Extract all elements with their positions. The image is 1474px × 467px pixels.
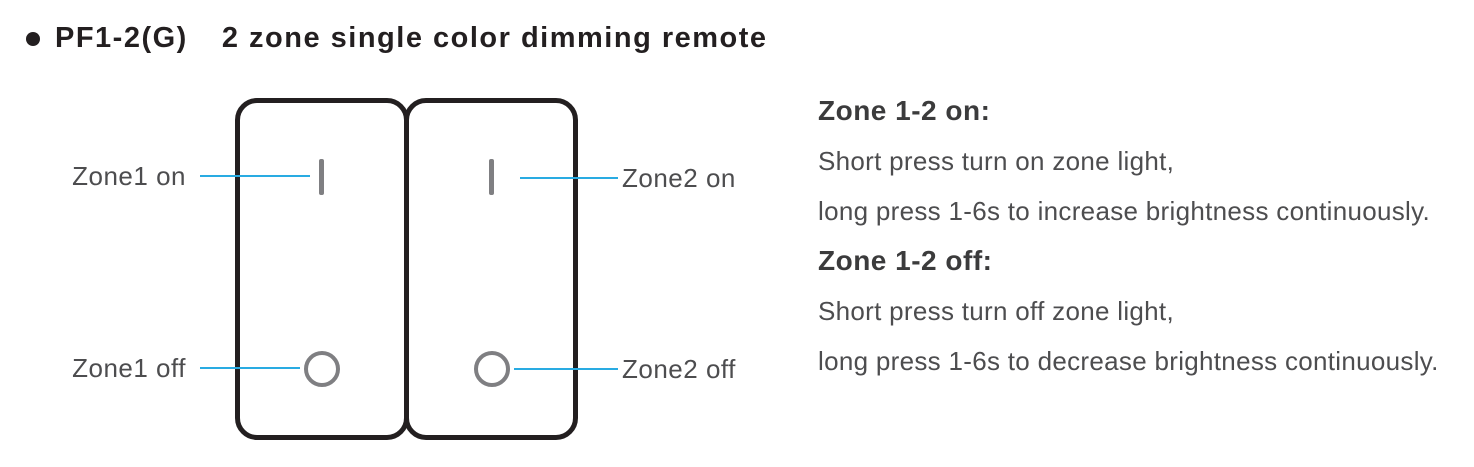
instruction-line: long press 1-6s to decrease brightness c… <box>818 346 1439 376</box>
leader-line-zone2-off <box>514 368 618 370</box>
zone2-off-button-icon <box>474 351 510 387</box>
instruction-heading-off: Zone 1-2 off: <box>818 245 993 276</box>
label-zone2-off: Zone2 off <box>622 354 736 384</box>
instruction-heading-on: Zone 1-2 on: <box>818 95 991 126</box>
instruction-line: long press 1-6s to increase brightness c… <box>818 196 1430 226</box>
instruction-line: Short press turn off zone light, <box>818 296 1174 326</box>
bullet-icon <box>26 31 40 46</box>
product-model: PF1-2(G) <box>55 22 188 54</box>
leader-line-zone1-on <box>200 175 310 177</box>
page-title: PF1-2(G) 2 zone single color dimming rem… <box>26 22 768 55</box>
zone1-off-button-icon <box>304 351 340 387</box>
leader-line-zone2-on <box>520 177 618 179</box>
leader-line-zone1-off <box>200 367 300 369</box>
zone2-on-button-icon <box>489 159 494 195</box>
remote-panel-zone1 <box>235 98 409 440</box>
label-zone1-on: Zone1 on <box>72 161 186 191</box>
instruction-line: Short press turn on zone light, <box>818 146 1175 176</box>
label-zone1-off: Zone1 off <box>72 353 186 383</box>
product-description: 2 zone single color dimming remote <box>221 22 768 54</box>
label-zone2-on: Zone2 on <box>622 163 736 193</box>
remote-panel-zone2 <box>404 98 578 440</box>
instructions-block: Zone 1-2 on: Short press turn on zone li… <box>818 86 1439 386</box>
zone1-on-button-icon <box>319 159 324 195</box>
